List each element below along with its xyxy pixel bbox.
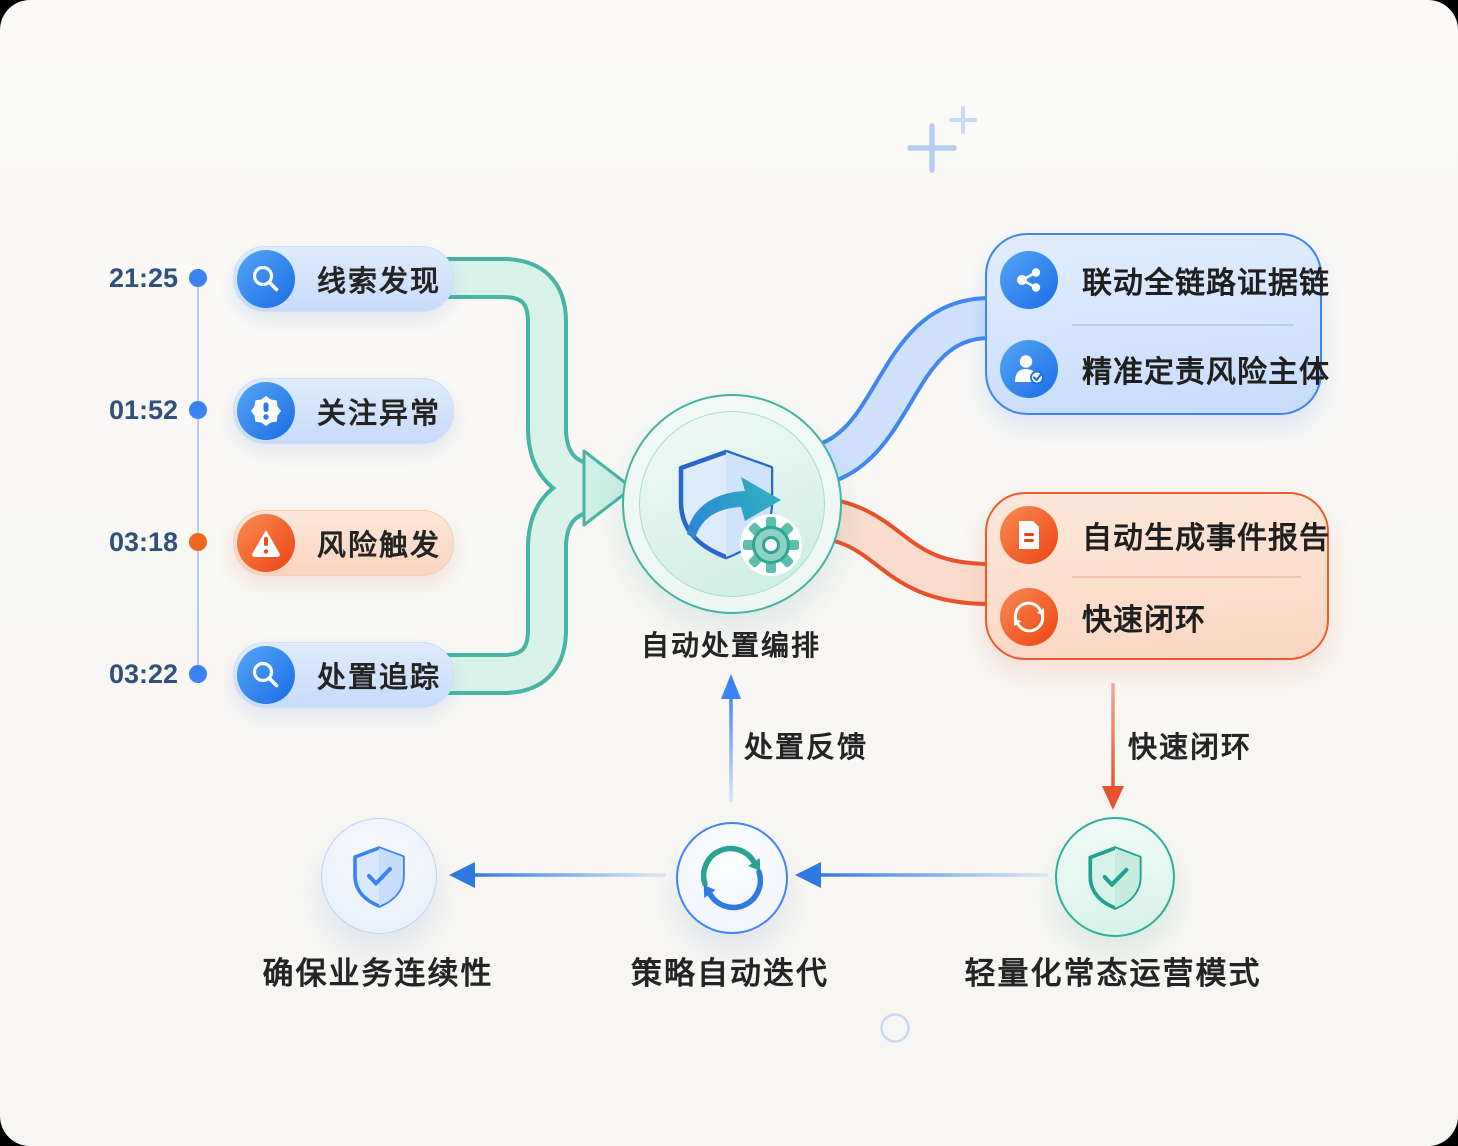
shield-check-icon bbox=[1088, 846, 1142, 910]
iterate-to-continuity-arrow-icon bbox=[449, 862, 666, 888]
ring-decoration-icon bbox=[880, 1013, 910, 1043]
report-row-generate: 自动生成事件报告 bbox=[987, 494, 1330, 576]
business-continuity-label: 确保业务连续性 bbox=[262, 956, 494, 991]
timeline-step-risk-trigger: 风险触发 bbox=[233, 510, 454, 576]
strategy-iteration-node bbox=[676, 822, 788, 934]
lightweight-operation-label: 轻量化常态运营模式 bbox=[964, 956, 1262, 991]
user-check-icon bbox=[1000, 339, 1058, 398]
evidence-row-chain: 联动全链路证据链 bbox=[987, 235, 1329, 324]
timeline-time: 03:22 bbox=[108, 659, 178, 689]
business-continuity-node bbox=[321, 818, 437, 934]
feature-label: 自动生成事件报告 bbox=[1082, 522, 1330, 555]
funnel-connector bbox=[440, 257, 634, 695]
closed-loop-flow-label: 快速闭环 bbox=[1128, 732, 1253, 764]
auto-orchestration-label: 自动处置编排 bbox=[640, 630, 821, 661]
timeline-time: 03:18 bbox=[108, 527, 178, 557]
timeline-dot bbox=[189, 401, 207, 419]
timeline-dot bbox=[189, 269, 207, 287]
alert-badge-icon bbox=[237, 382, 295, 440]
shield-check-icon bbox=[353, 846, 405, 908]
feature-label: 快速闭环 bbox=[1082, 604, 1206, 637]
funnel-arrowhead-icon bbox=[582, 449, 634, 527]
refresh-icon bbox=[1000, 588, 1058, 646]
timeline-step-label: 线索发现 bbox=[317, 266, 442, 298]
timeline-step-label: 处置追踪 bbox=[317, 662, 442, 694]
shield-gear-icon bbox=[639, 411, 825, 597]
closed-loop-arrow-icon bbox=[1102, 683, 1124, 810]
timeline-dot bbox=[189, 533, 207, 551]
share-icon bbox=[1000, 250, 1058, 309]
timeline-step-tracking: 处置追踪 bbox=[233, 642, 454, 708]
auto-orchestration-node bbox=[622, 394, 842, 614]
plus-decoration-icon bbox=[907, 123, 957, 173]
timeline-step-clue-discovery: 线索发现 bbox=[233, 246, 454, 312]
timeline-line bbox=[197, 287, 199, 669]
plus-small-decoration-icon bbox=[949, 106, 977, 134]
evidence-box: 联动全链路证据链 精准定责风险主体 bbox=[985, 233, 1329, 415]
feature-label: 联动全链路证据链 bbox=[1082, 266, 1330, 300]
report-box: 自动生成事件报告 快速闭环 bbox=[985, 492, 1329, 660]
evidence-row-subject: 精准定责风险主体 bbox=[987, 324, 1329, 413]
strategy-iteration-label: 策略自动迭代 bbox=[631, 956, 829, 991]
timeline-step-label: 关注异常 bbox=[317, 398, 442, 430]
feature-label: 精准定责风险主体 bbox=[1082, 355, 1330, 389]
loop-to-iterate-arrow-icon bbox=[795, 862, 1048, 888]
refresh-icon bbox=[700, 845, 764, 911]
document-icon bbox=[1000, 506, 1058, 564]
timeline-step-label: 风险触发 bbox=[317, 530, 442, 562]
timeline-time: 21:25 bbox=[108, 263, 178, 293]
divider bbox=[1072, 576, 1301, 578]
timeline-time: 01:52 bbox=[108, 395, 178, 425]
feedback-flow-label: 处置反馈 bbox=[744, 732, 869, 764]
search-icon bbox=[237, 250, 295, 308]
timeline-dot bbox=[189, 665, 207, 683]
warning-triangle-icon bbox=[237, 514, 295, 572]
timeline-step-anomaly: 关注异常 bbox=[233, 378, 454, 444]
search-icon bbox=[237, 646, 295, 704]
lightweight-operation-node bbox=[1055, 817, 1175, 937]
feedback-arrow-icon bbox=[721, 674, 741, 802]
report-row-loop: 快速闭环 bbox=[987, 576, 1327, 658]
divider bbox=[1072, 324, 1294, 326]
